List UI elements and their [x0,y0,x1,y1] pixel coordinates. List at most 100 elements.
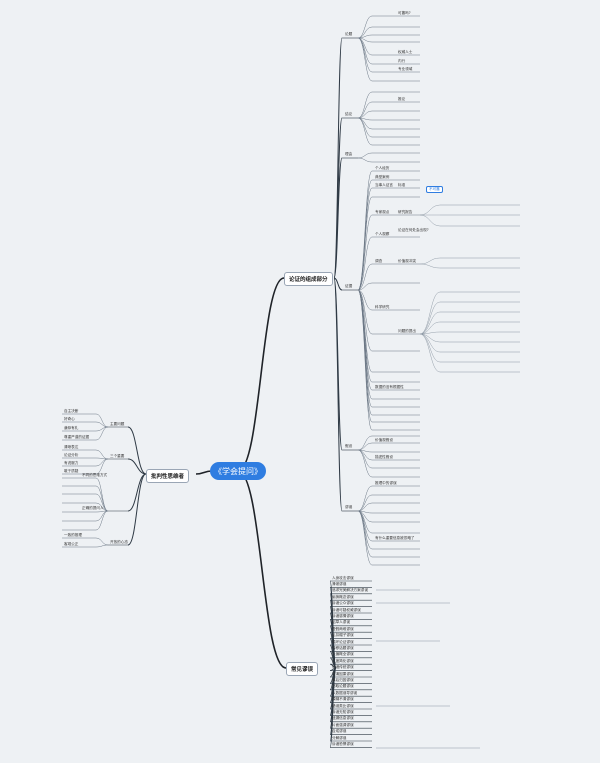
connector-crit-2-3 [95,502,109,512]
arg-leaf-5[interactable]: 调查 [375,259,383,263]
crit-leaf-2[interactable]: 不同的思维方式 [82,473,108,477]
connector-sub-7 [419,311,441,335]
arg-leaf-18[interactable]: 价值观冲突 [398,259,416,263]
fal-leaf-13[interactable]: 过度简化谬误 [332,658,354,663]
crit-leaf-12[interactable]: 敢于质疑 [64,469,79,473]
arg-section-2[interactable]: 理由 [345,152,353,156]
connector-arg-1-5 [357,117,373,138]
connector-arg-3-18 [357,289,373,431]
fal-leaf-20[interactable]: 错误类比谬误 [332,703,354,708]
fal-leaf-12[interactable]: 以偏概全谬误 [332,652,354,657]
fal-leaf-17[interactable]: 窃取论题谬误 [332,684,354,689]
crit-leaf-1[interactable]: 三个重要 [110,454,125,458]
connector-root-argument [237,277,285,472]
connector-crit-1-3 [95,458,109,475]
arg-leaf-3[interactable]: 专家观点 [375,210,390,214]
fal-leaf-9[interactable]: 乱扣帽子谬误 [332,633,354,638]
crit-leaf-14[interactable]: 客观公正 [64,542,79,546]
connector-arg-5-0 [357,485,373,512]
connector-arg-4-1 [357,442,373,451]
connector-crit-2 [127,473,147,512]
arg-leaf-11[interactable]: 有什么重要信息被忽略了 [375,536,415,540]
fal-leaf-8[interactable]: 虚假两难谬误 [332,626,354,631]
connector-crit-1-2 [95,458,109,467]
fal-leaf-3[interactable]: 偷换概念谬误 [332,594,354,599]
arg-leaf-9[interactable]: 描述性假设 [375,455,393,459]
fal-leaf-14[interactable]: 诉诸传统谬误 [332,665,354,670]
arg-leaf-2[interactable]: 当事人证言 [375,183,393,187]
arg-section-1[interactable]: 结论 [345,112,353,116]
crit-leaf-6[interactable]: 好奇心 [64,417,75,421]
arg-section-0[interactable]: 论题 [345,32,353,36]
crit-leaf-3[interactable]: 正确的提问人 [82,506,104,510]
branch-critical-thinker[interactable]: 批判性思维者 [146,469,190,483]
connector-arg-2-1 [357,157,373,163]
connector-arg-3 [333,277,343,291]
arg-leaf-19[interactable]: 问题的提出 [398,329,416,333]
arg-section-4[interactable]: 假设 [345,444,353,448]
arg-leaf-0[interactable]: 个人经历 [375,166,390,170]
fal-leaf-1[interactable]: 滑坡谬误 [332,581,347,586]
connector-sub-4 [419,263,441,269]
connector-crit-2-2 [95,493,109,512]
crit-leaf-13[interactable]: 一致的推理 [64,533,82,537]
crit-leaf-10[interactable]: 论证分析 [64,453,79,457]
root-node[interactable]: 《学会提问》 [210,462,266,480]
connector-fal-26 [329,667,337,748]
arg-leaf-4[interactable]: 个人观察 [375,232,390,236]
arg-leaf-16[interactable]: 研究报告 [398,210,413,214]
branch-common-fallacies[interactable]: 常见谬误 [286,662,319,676]
arg-leaf-20[interactable]: 可靠吗? [398,11,411,15]
crit-leaf-8[interactable]: 尊重严谨的证据 [64,435,90,439]
arg-leaf-21[interactable]: 推论 [398,97,406,101]
arg-leaf-13[interactable]: 内行 [398,59,406,63]
connector-arg-2-0 [357,152,373,159]
fal-leaf-21[interactable]: 诉诸无知谬误 [332,709,354,714]
arg-leaf-12[interactable]: 权威人士 [398,50,413,54]
arg-leaf-7[interactable]: 数据的没有根据性 [375,385,404,389]
fal-leaf-5[interactable]: 诉诸可疑权威谬误 [332,607,361,612]
fal-leaf-11[interactable]: 转移话题谬误 [332,645,354,650]
fal-leaf-7[interactable]: 稻草人谬误 [332,620,350,625]
fal-leaf-22[interactable]: 遗漏信息谬误 [332,716,354,721]
arg-leaf-10[interactable]: 推理中的谬误 [375,481,397,485]
fal-leaf-0[interactable]: 人身攻击谬误 [332,575,354,580]
connector-arg-4-5 [357,449,373,478]
connector-sub-3 [419,257,441,265]
crit-leaf-7[interactable]: 谦恭有礼 [64,426,79,430]
fal-leaf-23[interactable]: 片面强调谬误 [332,722,354,727]
arg-leaf-17[interactable]: 论证在何处会出现? [398,228,429,232]
fal-leaf-19[interactable]: 模糊不清谬误 [332,697,354,702]
connector-arg-4-4 [357,449,373,469]
arg-leaf-1[interactable]: 典型案例 [375,175,390,179]
arg-section-5[interactable]: 谬误 [345,505,353,509]
fal-leaf-2[interactable]: 追求完美解决方案谬误 [332,588,368,593]
fal-leaf-6[interactable]: 诉诸感情谬误 [332,613,354,618]
fal-leaf-4[interactable]: 诉诸公众谬误 [332,601,354,606]
fal-leaf-16[interactable]: 事后归因谬误 [332,677,354,682]
crit-leaf-11[interactable]: 有说服力 [64,461,79,465]
crit-leaf-9[interactable]: 清晰表达 [64,445,79,449]
fal-leaf-26[interactable]: 诉诸恐惧谬误 [332,741,354,746]
fal-leaf-15[interactable]: 混淆因果谬误 [332,671,354,676]
fal-leaf-24[interactable]: 合成谬误 [332,729,347,734]
connector-crit-0 [127,426,147,475]
connector-arg-3-13 [357,289,373,391]
connector-crit-3 [127,473,147,546]
arg-leaf-14[interactable]: 专业领域 [398,67,413,71]
connector-sub-11 [419,333,441,353]
branch-argument-components[interactable]: 论证的组成部分 [284,272,333,286]
connector-arg-4-0 [357,435,373,451]
arg-leaf-6[interactable]: 科学研究 [375,305,390,309]
connector-arg-0-3 [357,37,373,43]
arg-leaf-15[interactable]: 标准 [398,183,406,187]
fal-leaf-18[interactable]: 以数据误导谬误 [332,690,358,695]
crit-leaf-4[interactable]: 开放的心态 [110,540,128,544]
fal-leaf-25[interactable]: 分解谬误 [332,735,347,740]
crit-leaf-5[interactable]: 自主决断 [64,409,79,413]
fal-leaf-10[interactable]: 循环论证谬误 [332,639,354,644]
crit-leaf-0[interactable]: 主要问题 [110,422,125,426]
arg-leaf-8[interactable]: 价值观假设 [375,438,393,442]
connector-crit-2-1 [95,485,109,512]
arg-section-3[interactable]: 证据 [345,284,353,288]
